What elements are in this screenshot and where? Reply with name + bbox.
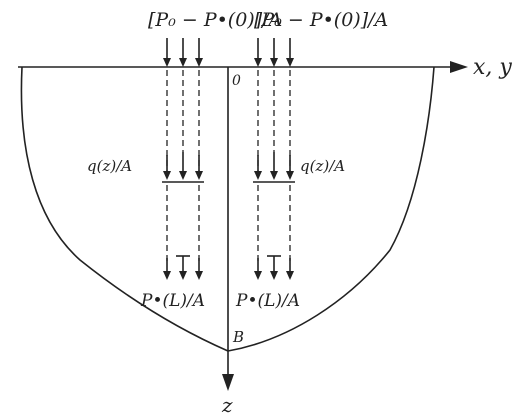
right-mid-arrowhead-2 [270, 171, 278, 180]
origin-label: 0 [232, 73, 241, 89]
point-b-label: B [232, 328, 244, 346]
right-top-arrowhead-2 [270, 58, 278, 67]
right-top-arrowhead-1 [254, 58, 262, 67]
right-mid-arrowhead-3 [286, 171, 294, 180]
left-top-arrowhead-3 [195, 58, 203, 67]
axis-x-label: x, y [473, 55, 512, 80]
left-bottom-arrowhead-3 [195, 271, 203, 280]
mid-load-label-right: q(z)/A [300, 157, 345, 175]
left-top-arrowhead-2 [179, 58, 187, 67]
z-axis-arrowhead [222, 374, 234, 391]
right-mid-arrowhead-1 [254, 171, 262, 180]
right-load-column [253, 38, 295, 280]
right-t-arrowhead [270, 271, 278, 280]
left-top-arrowhead-1 [163, 58, 171, 67]
x-axis-arrowhead [450, 61, 468, 73]
left-mid-arrowhead-2 [179, 171, 187, 180]
mid-load-label-left: q(z)/A [87, 157, 132, 175]
top-load-label-left: [P₀ − P•(0)]/A [148, 9, 282, 31]
right-bottom-arrowhead-1 [254, 271, 262, 280]
left-bottom-arrowhead-1 [163, 271, 171, 280]
top-load-label-right: [P₀ − P•(0)]/A [254, 9, 388, 31]
left-mid-arrowhead-1 [163, 171, 171, 180]
bottom-load-label-right: P•(L)/A [235, 291, 300, 311]
right-bottom-arrowhead-3 [286, 271, 294, 280]
left-t-arrowhead [179, 271, 187, 280]
right-top-arrowhead-3 [286, 58, 294, 67]
left-load-column [162, 38, 204, 280]
bottom-load-label-left: P•(L)/A [140, 291, 205, 311]
left-mid-arrowhead-3 [195, 171, 203, 180]
axis-z-label: z [221, 393, 233, 416]
